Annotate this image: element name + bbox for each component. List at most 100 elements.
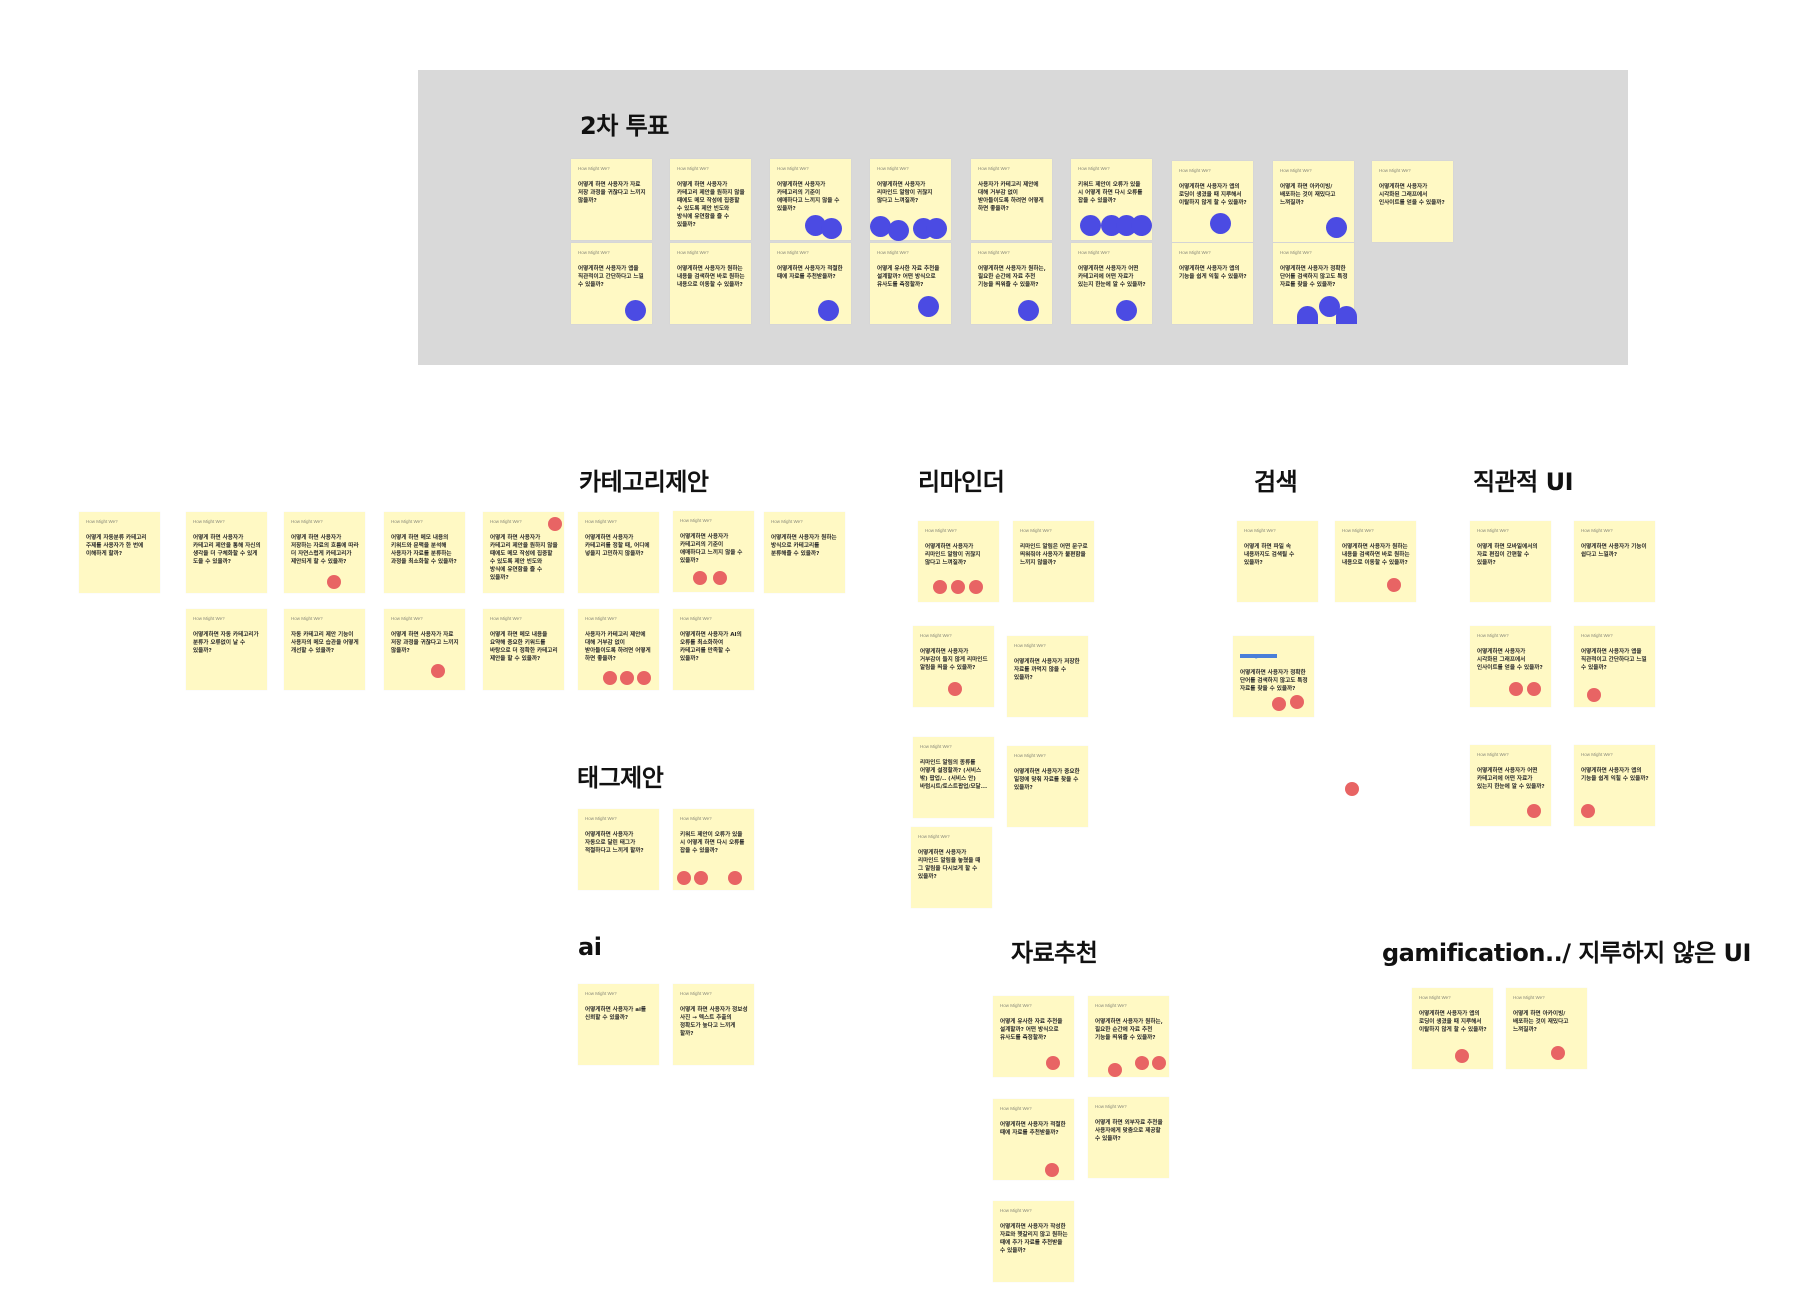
vote-dot[interactable] [1290,695,1304,709]
reminder-sticky-note[interactable]: How Might We?리마인드 알림의 종류를 어떻게 설정할까? (서비스… [913,737,994,818]
note-text: 어떻게하면 사용자가 앱의 기능을 쉽게 익힐 수 있을까? [1179,266,1247,280]
category-sticky-note[interactable]: How Might We?어떻게 하면 메모 내용을 요약해 중요한 키워드를 … [483,609,564,690]
vote-dot[interactable] [694,871,708,885]
vote-dot[interactable] [625,300,646,321]
reminder-sticky-note[interactable]: How Might We?어떻게하면 사용자가 거부감이 들지 않게 리마인드 … [913,626,994,707]
note-text: 어떻게 자동분류 카테고리 주제를 사용자가 한 번에 이해하게 할까? [86,535,147,557]
vote-dot[interactable] [603,671,617,685]
ai-sticky-note[interactable]: How Might We?어떻게하면 사용자가 ai를 신뢰할 수 있을까? [578,984,659,1065]
ai-sticky-note[interactable]: How Might We?어떻게 하면 사용자가 정보성 사진 → 텍스트 추출… [673,984,754,1065]
vote-dot[interactable] [1018,300,1039,321]
vote-dot[interactable] [1116,300,1137,321]
category-sticky-note[interactable]: How Might We?사용자가 카테고리 제안에 대해 거부감 없이 받아들… [578,609,659,690]
vote-dot[interactable] [948,682,962,696]
tag-sticky-note[interactable]: How Might We?어떻게하면 사용자가 자동으로 달린 태그가 적절하다… [578,809,659,890]
recommendation-sticky-note[interactable]: How Might We? 어떻게 하면 외부자료 추천을 사용자에게 맞춤으로 … [1088,1097,1169,1178]
vote-dot[interactable] [818,300,839,321]
vote-dot[interactable] [1272,697,1286,711]
vote-dot[interactable] [1527,804,1541,818]
vote-sticky-note[interactable]: How Might We?어떻게 하면 사용자가 자료 저장 과정을 귀찮다고 … [571,159,652,240]
note-text: 어떻게 하면 외부자료 추천을 사용자에게 맞춤으로 제공할 수 있을까? [1095,1120,1163,1142]
reminder-sticky-note[interactable]: How Might We?어떻게하면 사용자가 중요한 일정에 맞춰 자료를 찾… [1007,746,1088,827]
note-header: How Might We? [1477,752,1509,757]
category-sticky-note[interactable]: How Might We?어떻게하면 사용자가 카테고리를 정할 때, 어디에 … [578,512,659,593]
vote-sticky-note[interactable]: How Might We?사용자가 카테고리 제안에 대해 거부감 없이 받아들… [971,159,1052,240]
vote-dot[interactable] [713,571,727,585]
recommendation-sticky-note[interactable]: How Might We?어떻게하면 사용자가 작성한 자료와 헷갈리지 않고 … [993,1201,1074,1282]
vote-dot[interactable] [1326,217,1347,238]
vote-dot[interactable] [620,671,634,685]
vote-dot[interactable] [933,580,947,594]
vote-dot[interactable] [805,215,826,236]
category-sticky-note[interactable]: How Might We?어떻게 하면 사용자가 자료 저장 과정을 귀찮다고 … [384,609,465,690]
category-sticky-note[interactable]: How Might We?자동 카테고리 제안 기능이 사용자의 메모 습관을 … [284,609,365,690]
vote-dot[interactable] [1108,1063,1122,1077]
vote-dot[interactable] [1345,782,1359,796]
vote-dot[interactable] [327,575,341,589]
search-sticky-note[interactable]: How Might We?어떻게하면 사용자가 원하는 내용을 검색하면 바로 … [1335,521,1416,602]
intuitive_ui-sticky-note[interactable]: How Might We?어떻게하면 사용자가 시각화된 그래프에서 인사이트를… [1470,626,1551,707]
vote-dot[interactable] [951,580,965,594]
category-sticky-note[interactable]: How Might We?어떻게 하면 사용자가 저장하는 자료의 흐름에 따라… [284,512,365,593]
note-text: 어떻게하면 사용자가 어떤 카테고리에 어떤 자료가 있는지 한눈에 알 수 있… [1078,266,1146,288]
vote-dot[interactable] [1152,1056,1166,1070]
vote-dot[interactable] [431,664,445,678]
intuitive_ui-sticky-note[interactable]: How Might We?어떻게하면 사용자가 기능이 쉽다고 느낄까? [1574,521,1655,602]
vote-dot[interactable] [1336,306,1357,324]
vote-dot[interactable] [637,671,651,685]
vote-sticky-note[interactable]: How Might We?어떻게 유사한 자료 추천을 설계할까? 어떤 방식으… [870,243,951,324]
vote-sticky-note[interactable]: How Might We?어떻게 하면 사용자가 카테고리 제안을 원하지 않을… [670,159,751,240]
note-text: 어떻게하면 사용자가 자동으로 달린 태그가 적절하다고 느끼게 할까? [585,832,644,854]
vote-sticky-note[interactable]: How Might We?어떻게하면 사용자가 원하는, 필요한 순간에 자료 … [971,243,1052,324]
vote-dot[interactable] [1387,578,1401,592]
vote-dot[interactable] [1509,682,1523,696]
recommendation-sticky-note[interactable]: How Might We?어떻게하면 사용자가 적절한 때에 자료를 추천받을까… [993,1099,1074,1180]
vote-dot[interactable] [1131,215,1152,236]
note-header: How Might We? [1477,633,1509,638]
vote-dot[interactable] [728,871,742,885]
vote-dot[interactable] [1297,306,1318,324]
intuitive_ui-sticky-note[interactable]: How Might We?어떻게 하면 모바일에서의 자료 편집이 간편할 수 … [1470,521,1551,602]
vote-dot[interactable] [1527,682,1541,696]
vote-dot[interactable] [693,571,707,585]
vote-dot[interactable] [677,871,691,885]
vote-sticky-note[interactable]: How Might We?어떻게하면 사용자가 시각화된 그래프에서 인사이트를… [1372,161,1453,242]
vote-dot[interactable] [548,517,562,531]
search-section-title: 검색 [1254,468,1298,496]
vote-dot[interactable] [888,220,909,241]
note-text: 어떻게하면 사용자가 앱을 직관적이고 간단하다고 느낄 수 있을까? [1581,649,1647,671]
vote-dot[interactable] [1135,1056,1149,1070]
category-sticky-note[interactable]: How Might We?어떻게 하면 메모 내용의 키워드와 문맥을 분석해 … [384,512,465,593]
reminder-sticky-note[interactable]: How Might We?어떻게하면 사용자가 리마인드 알림을 놓쳤을 때 그… [911,827,992,908]
category-sticky-note[interactable]: How Might We?어떻게하면 사용자가 원하는 방식으로 카테고리를 분… [764,512,845,593]
category-sticky-note[interactable]: How Might We?어떻게하면 사용자가 AI의 오류를 최소화하여 카테… [673,609,754,690]
category-sticky-note[interactable]: How Might We?어떻게 하면 사용자가 카테고리 제안을 통해 자신의… [186,512,267,593]
recommendation-sticky-note[interactable]: How Might We?어떻게 유사한 자료 추천을 설계할까? 어떤 방식으… [993,996,1074,1077]
reminder-sticky-note[interactable]: How Might We?리마인드 알림은 어떤 문구로 띄워줘야 사용자가 불… [1013,521,1094,602]
vote-dot[interactable] [1319,296,1340,317]
vote-dot[interactable] [1080,215,1101,236]
vote-dot[interactable] [918,296,939,317]
vote-dot[interactable] [1587,688,1601,702]
vote-sticky-note[interactable]: How Might We?어떻게하면 사용자가 앱의 기능을 쉽게 익힐 수 있… [1172,243,1253,324]
vote-sticky-note[interactable]: How Might We?어떻게하면 사용자가 원하는 내용을 검색하면 바로 … [670,243,751,324]
vote-dot[interactable] [1455,1049,1469,1063]
vote-sticky-note[interactable]: How Might We?어떻게하면 사용자가 어떤 카테고리에 어떤 자료가 … [1071,243,1152,324]
category-sticky-note[interactable]: How Might We?어떻게하면 자동 카테고리가 분류가 오류없이 날 수… [186,609,267,690]
vote-dot[interactable] [870,216,891,237]
vote-dot[interactable] [1210,213,1231,234]
vote-dot[interactable] [1046,1056,1060,1070]
gamification-sticky-note[interactable]: How Might We?어떻게하면 사용자가 앱의 로딩이 생겼을 때 지루해… [1412,988,1493,1069]
note-header: How Might We? [1095,1104,1127,1109]
vote-dot[interactable] [1045,1163,1059,1177]
gamification-sticky-note[interactable]: How Might We?어떻게 하면 아카이빙/배포하는 것이 재밌다고 느껴… [1506,988,1587,1069]
reminder-sticky-note[interactable]: How Might We?어떻게하면 사용자가 저장한 자료를 까먹지 않을 수… [1007,636,1088,717]
vote-dot[interactable] [1581,804,1595,818]
vote-dot[interactable] [926,218,947,239]
vote-dot[interactable] [969,580,983,594]
note-header: How Might We? [1581,528,1613,533]
category-sticky-note[interactable]: How Might We?어떻게 자동분류 카테고리 주제를 사용자가 한 번에… [79,512,160,593]
vote-dot[interactable] [1551,1046,1565,1060]
search-sticky-note[interactable]: How Might We?어떻게 하면 파일 속 내용까지도 검색될 수 있을까… [1237,521,1318,602]
vote-dot[interactable] [821,218,842,239]
